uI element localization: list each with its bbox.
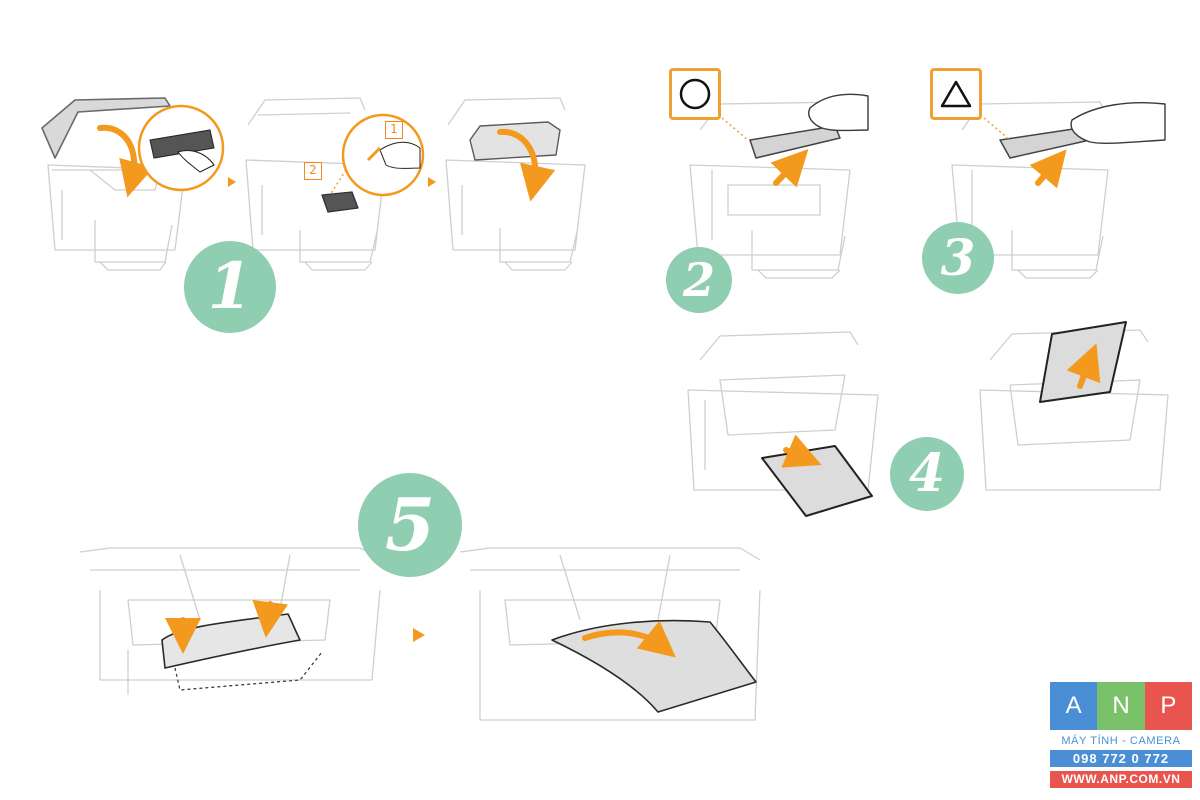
sequence-arrows	[228, 177, 436, 642]
step-2-badge: 2	[666, 247, 732, 313]
callout-number-2: 2	[304, 162, 322, 180]
control-panel-detail	[149, 129, 215, 173]
logo-letter-n: N	[1097, 682, 1145, 730]
paper-pulled-out	[551, 619, 757, 713]
pull-cartridge-arrow-3	[1029, 149, 1067, 189]
step-1-badge: 1	[184, 241, 276, 333]
front-panel-tray	[321, 191, 359, 213]
toner-cartridge-2	[749, 125, 841, 159]
logo-phone: 098 772 0 772	[1050, 750, 1192, 767]
fixing-area-5b	[459, 547, 761, 721]
logo-website: WWW.ANP.COM.VN	[1050, 771, 1192, 788]
anp-logo: A N P MÁY TÍNH - CAMERA 098 772 0 772 WW…	[1050, 682, 1192, 788]
logo-tagline: MÁY TÍNH - CAMERA	[1061, 735, 1181, 747]
callout-leaders	[329, 117, 1011, 196]
hand-3	[1070, 101, 1166, 144]
step-3-number: 3	[940, 228, 976, 287]
top-cover-lifted	[469, 121, 561, 161]
sequence-arrow-2	[428, 177, 436, 187]
motion-arrows	[97, 124, 1101, 658]
jammed-paper-4b	[1039, 321, 1127, 403]
pull-paper-arrow-4a	[781, 434, 822, 468]
circle-symbol-box	[669, 68, 721, 120]
printer-1b	[245, 97, 386, 271]
triangle-symbol-icon	[940, 80, 972, 108]
pull-out-arrow-5	[582, 620, 676, 658]
sequence-arrow-3	[413, 628, 425, 642]
circle-symbol-icon	[679, 78, 711, 110]
sequence-arrow-1	[228, 177, 236, 187]
step-3-badge: 3	[922, 222, 994, 294]
triangle-symbol-box	[930, 68, 982, 120]
release-hand-detail	[366, 141, 421, 169]
step-5-number: 5	[384, 482, 436, 567]
step-2-number: 2	[682, 253, 715, 307]
scanner-lid-open	[41, 97, 171, 159]
pull-cartridge-arrow-2	[770, 148, 809, 188]
step-1-number: 1	[207, 249, 253, 324]
step-4-number: 4	[908, 443, 946, 504]
press-arrow-right	[252, 599, 289, 638]
step-4-badge: 4	[890, 437, 964, 511]
jammed-paper-4a	[761, 445, 873, 517]
lift-cover-arrow	[497, 128, 556, 202]
hand-2	[808, 93, 869, 132]
logo-letter-a: A	[1050, 682, 1098, 730]
logo-letters: A N P	[1050, 682, 1192, 730]
callout-number-1: 1	[385, 121, 403, 139]
lift-lid-arrow	[97, 124, 155, 198]
step-5-badge: 5	[358, 473, 462, 577]
logo-letter-p: P	[1144, 682, 1192, 730]
pull-paper-arrow-4b	[1066, 343, 1101, 389]
printer-1c	[445, 97, 586, 271]
